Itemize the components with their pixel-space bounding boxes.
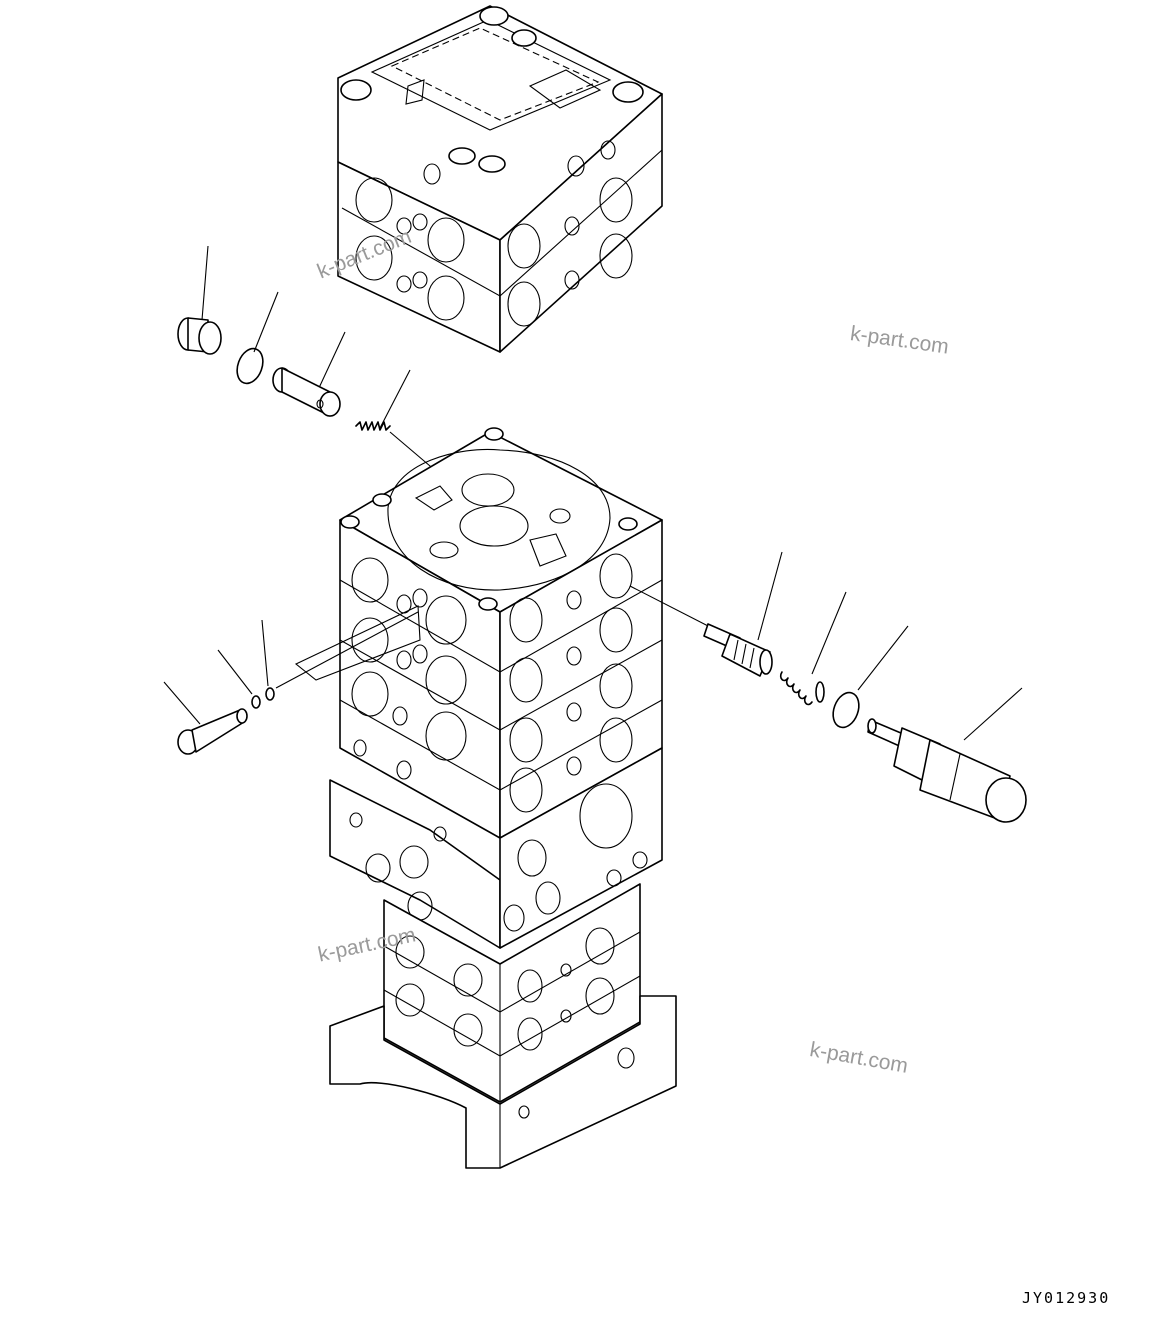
spring-part [355,421,391,431]
bolt-part [177,708,248,755]
small-ring-part [251,695,261,709]
upper-left-parts [177,245,471,501]
upper-valve-block [337,5,663,353]
lower-valve-section [329,747,677,1169]
plug-part [177,317,222,355]
relief-valve-part [867,718,1027,823]
main-valve-body [339,427,663,839]
right-parts [629,551,1027,823]
small-ring-part-2 [265,687,275,701]
right-o-ring-part [832,691,860,729]
o-ring-part [236,347,264,385]
right-spring-part [779,671,813,706]
spool-part [272,367,341,417]
lower-left-parts [163,605,421,755]
drawing-code: JY012930 [1022,1289,1111,1307]
poppet-part [703,623,773,677]
